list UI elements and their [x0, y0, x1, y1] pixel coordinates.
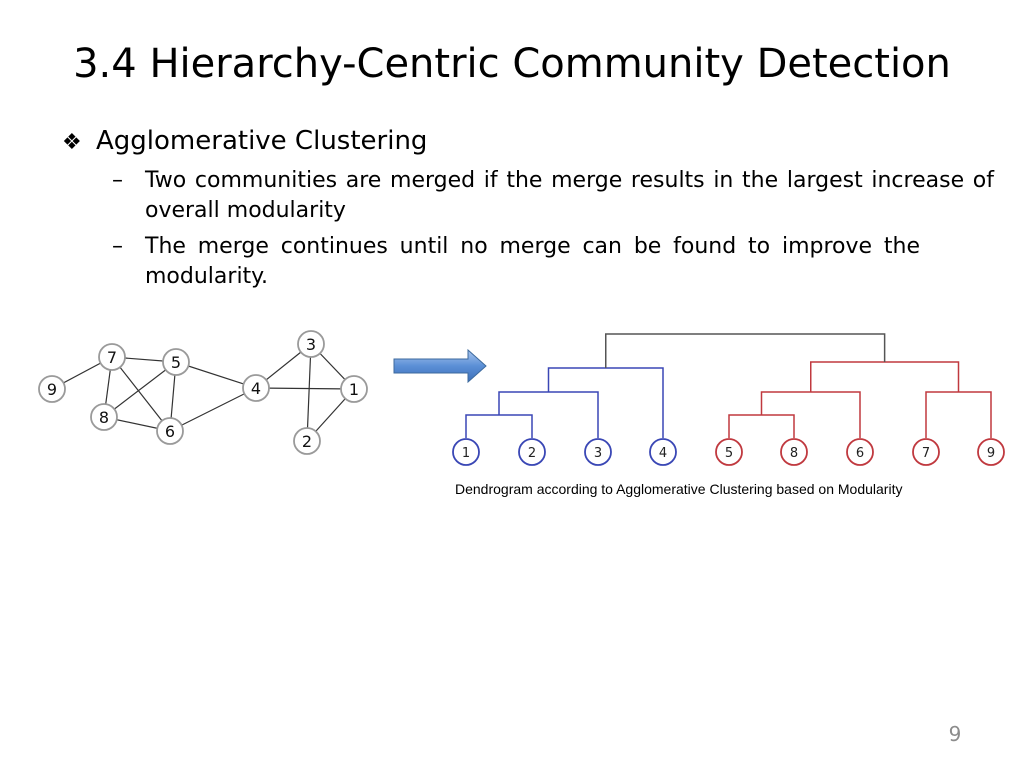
- page-number: 9: [948, 722, 962, 746]
- right-arrow-icon: [393, 348, 487, 384]
- dendrogram-leaf-7: 7: [912, 438, 940, 466]
- dendrogram: 1 2 3 4 5 8 6 7 9: [452, 333, 1005, 466]
- dendrogram-leaf-1: 1: [452, 438, 480, 466]
- network-graph: 1 2 3 4 5 6 7 8 9: [38, 330, 368, 455]
- graph-edge-6-4: [169, 387, 257, 432]
- dendrogram-link-1-2: [465, 414, 533, 438]
- dendrogram-leaf-label: 2: [528, 446, 536, 461]
- graph-node-label: 8: [99, 408, 109, 427]
- dendrogram-leaf-2: 2: [518, 438, 546, 466]
- graph-node-4: 4: [242, 374, 270, 402]
- diamond-bullet-icon: ❖: [62, 130, 82, 155]
- dendrogram-link-1-2-3-4-5-8-6-7-9: [605, 333, 886, 368]
- graph-node-1: 1: [340, 375, 368, 403]
- dendrogram-leaves: 1 2 3 4 5 8 6 7 9: [452, 438, 1005, 466]
- graph-edge-4-1: [255, 387, 355, 390]
- dendrogram-leaf-label: 9: [987, 446, 995, 461]
- dendrogram-leaf-label: 6: [856, 446, 864, 461]
- dendrogram-leaf-label: 7: [922, 446, 930, 461]
- dendrogram-leaf-8: 8: [780, 438, 808, 466]
- graph-node-label: 7: [107, 348, 117, 367]
- dendrogram-caption: Dendrogram according to Agglomerative Cl…: [455, 481, 903, 497]
- graph-node-label: 3: [306, 335, 316, 354]
- dendrogram-link-1-2-3-4: [547, 367, 664, 438]
- slide-title: 3.4 Hierarchy-Centric Community Detectio…: [73, 41, 951, 87]
- graph-node-label: 2: [302, 432, 312, 451]
- graph-node-5: 5: [162, 348, 190, 376]
- dendrogram-leaf-label: 5: [725, 446, 733, 461]
- dendrogram-leaf-3: 3: [584, 438, 612, 466]
- bullet-text: Agglomerative Clustering: [96, 126, 428, 156]
- graph-node-label: 6: [165, 422, 175, 441]
- graph-node-label: 1: [349, 380, 359, 399]
- graph-node-6: 6: [156, 417, 184, 445]
- dendrogram-leaf-label: 8: [790, 446, 798, 461]
- dendrogram-leaf-label: 3: [594, 446, 602, 461]
- graph-node-2: 2: [293, 427, 321, 455]
- dendrogram-link-7-9: [925, 391, 992, 438]
- graph-nodes: 1 2 3 4 5 6 7 8 9: [38, 330, 368, 455]
- graph-edge-7-6: [111, 356, 171, 432]
- graph-node-label: 5: [171, 353, 181, 372]
- graph-node-7: 7: [98, 343, 126, 371]
- subbullet-text: Two communities are merged if the merge …: [145, 168, 994, 223]
- dendrogram-leaf-6: 6: [846, 438, 874, 466]
- dendrogram-leaf-label: 1: [462, 446, 470, 461]
- subbullet-merge-rule: – Two communities are merged if the merg…: [112, 166, 994, 226]
- dendrogram-link-5-8: [728, 414, 795, 438]
- dendrogram-leaf-9: 9: [977, 438, 1005, 466]
- dendrogram-leaf-label: 4: [659, 446, 667, 461]
- dash-marker: –: [112, 168, 123, 193]
- bullet-agglomerative: ❖ Agglomerative Clustering: [62, 124, 427, 160]
- graph-node-label: 9: [47, 380, 57, 399]
- graph-node-label: 4: [251, 379, 261, 398]
- subbullet-stop-rule: – The merge continues until no merge can…: [112, 232, 920, 292]
- dendrogram-leaf-4: 4: [649, 438, 677, 466]
- dendrogram-leaf-5: 5: [715, 438, 743, 466]
- dash-marker: –: [112, 234, 123, 259]
- graph-node-3: 3: [297, 330, 325, 358]
- dendrogram-link-5-8-6-7-9: [810, 361, 960, 392]
- dendrogram-links: [465, 333, 992, 438]
- graph-edge-3-2: [306, 343, 312, 442]
- graph-node-9: 9: [38, 375, 66, 403]
- graph-node-8: 8: [90, 403, 118, 431]
- subbullet-text: The merge continues until no merge can b…: [145, 234, 920, 289]
- graph-edge-5-4: [175, 361, 257, 389]
- graph-edge-5-8: [103, 361, 177, 418]
